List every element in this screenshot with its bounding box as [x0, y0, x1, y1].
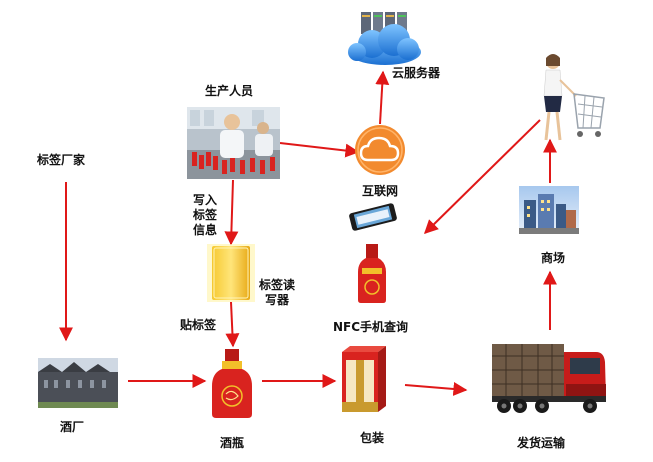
shopping-cart-icon — [573, 93, 605, 137]
cloud-icon — [348, 24, 421, 65]
write-label-info-line-1: 写入 — [192, 193, 217, 207]
bottle-icon — [212, 349, 252, 418]
tag-reader-line-1: 标签读 — [258, 278, 295, 292]
label-winery: 酒厂 — [60, 420, 85, 434]
label-apply-label: 贴标签 — [180, 318, 217, 332]
arrow-staff-to-internet — [279, 142, 360, 158]
phone-icon — [349, 203, 397, 231]
arrow-packaging-to-shipping — [404, 381, 468, 396]
truck-icon — [492, 344, 606, 413]
arrow-internet-to-cloud — [375, 70, 390, 125]
label-cloud-server: 云服务器 — [392, 66, 441, 80]
label-packaging: 包装 — [360, 431, 385, 445]
arrow-shopper-to-nfc — [424, 119, 541, 234]
label-tag-reader-writer: 标签读 写器 — [255, 278, 299, 308]
reader-card-icon — [207, 244, 255, 302]
write-label-info-line-3: 信息 — [192, 223, 217, 237]
arrow-staff-to-reader — [224, 179, 239, 246]
workers-photo — [187, 107, 280, 179]
arrow-reader-to-bottle — [225, 301, 240, 348]
mall-photo — [519, 186, 579, 234]
label-production-staff: 生产人员 — [205, 84, 254, 98]
write-label-info-line-2: 标签 — [192, 208, 217, 222]
bottle-icon-nfc — [358, 244, 386, 303]
factory-photo — [38, 358, 118, 408]
gift-box-icon — [342, 346, 386, 412]
label-nfc-query: NFC手机查询 — [333, 320, 409, 334]
label-write-label-info: 写入 标签 信息 — [190, 193, 220, 238]
shopper-icon — [543, 54, 577, 141]
server-rack-icon — [361, 12, 407, 34]
label-mall: 商场 — [541, 251, 566, 265]
label-shipping: 发货运输 — [517, 436, 566, 450]
label-internet: 互联网 — [362, 184, 399, 198]
label-label-maker: 标签厂家 — [37, 153, 86, 167]
internet-cloud-icon — [355, 125, 405, 175]
label-bottling: 酒瓶 — [220, 436, 245, 450]
tag-reader-line-2: 写器 — [264, 293, 289, 307]
